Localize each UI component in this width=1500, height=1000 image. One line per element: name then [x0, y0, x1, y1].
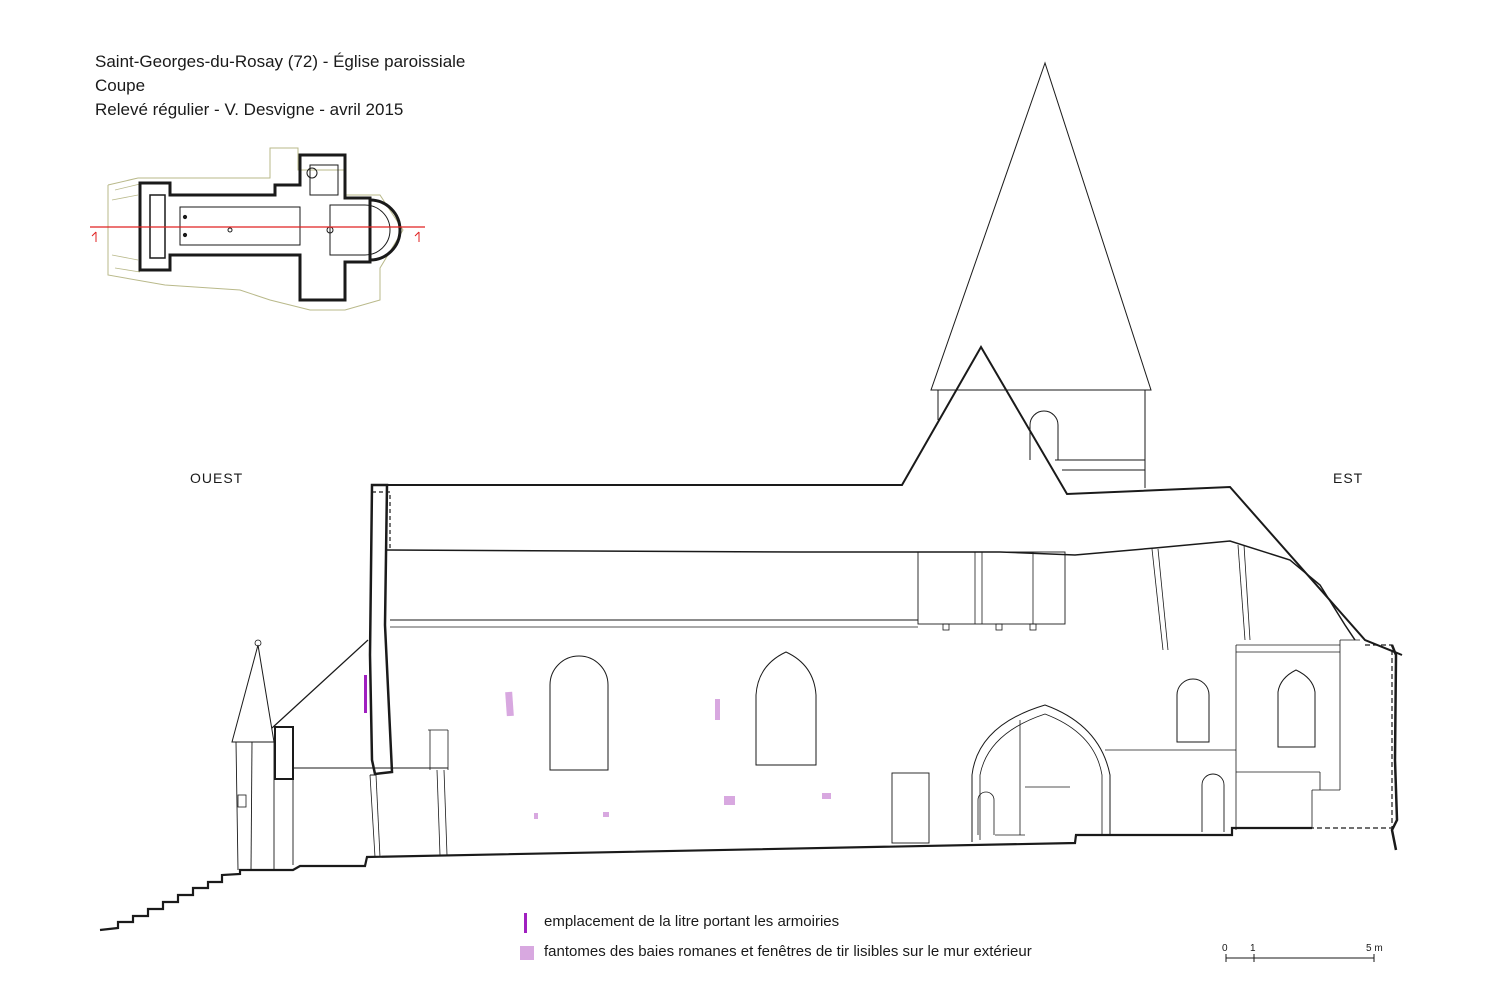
ghost-opening [724, 796, 735, 805]
ground-profile [99, 826, 1312, 932]
choir-window-1 [1176, 678, 1210, 743]
west-gable-wall [368, 483, 394, 776]
orientation-east-label: EST [1333, 470, 1364, 486]
scale-label-5m: 5 m [1366, 943, 1383, 954]
legend-label-litre: emplacement de la litre portant les armo… [544, 913, 840, 930]
scale-bar [1225, 954, 1375, 962]
roof-profile [372, 345, 1403, 656]
east-wall-thick [1390, 644, 1399, 851]
east-apse-dashed [1312, 644, 1393, 829]
nave-window-romanesque [549, 655, 609, 771]
litre-mark [364, 675, 367, 713]
legend-label-ghost: fantomes des baies romanes et fenêtres d… [544, 943, 1032, 960]
plan-nave-walls [138, 153, 372, 302]
ghost-opening [603, 812, 609, 817]
legend-swatch-litre [524, 913, 527, 933]
legend-swatch-ghost [520, 946, 534, 960]
choir-window-2 [1277, 669, 1316, 748]
triumphal-arch [971, 704, 1111, 842]
ghost-opening [505, 691, 514, 717]
scale-label-0: 0 [1222, 943, 1228, 954]
title-line-1: Saint-Georges-du-Rosay (72) - Église par… [95, 52, 466, 71]
nave-side-door [891, 772, 930, 844]
section-elevation [99, 61, 1403, 932]
title-line-2: Coupe [95, 76, 146, 95]
spire [930, 61, 1152, 391]
ghost-opening [715, 699, 720, 720]
porch-roof [271, 639, 369, 729]
key-plan [90, 147, 425, 311]
ghost-opening [534, 813, 538, 819]
belfry-opening [1029, 410, 1059, 460]
ghost-openings [505, 691, 831, 819]
west-turret-spire [231, 644, 275, 743]
ghost-opening [822, 793, 831, 799]
plan-apse [369, 198, 402, 262]
vault-line [386, 540, 1356, 641]
nave-window-gothic [755, 651, 817, 766]
title-line-3: Relevé régulier - V. Desvigne - avril 20… [95, 100, 404, 119]
orientation-west-label: OUEST [190, 470, 244, 486]
plan-terrace-outline [107, 147, 404, 311]
title-block: Saint-Georges-du-Rosay (72) - Église par… [95, 50, 465, 122]
scale-label-1: 1 [1250, 943, 1256, 954]
